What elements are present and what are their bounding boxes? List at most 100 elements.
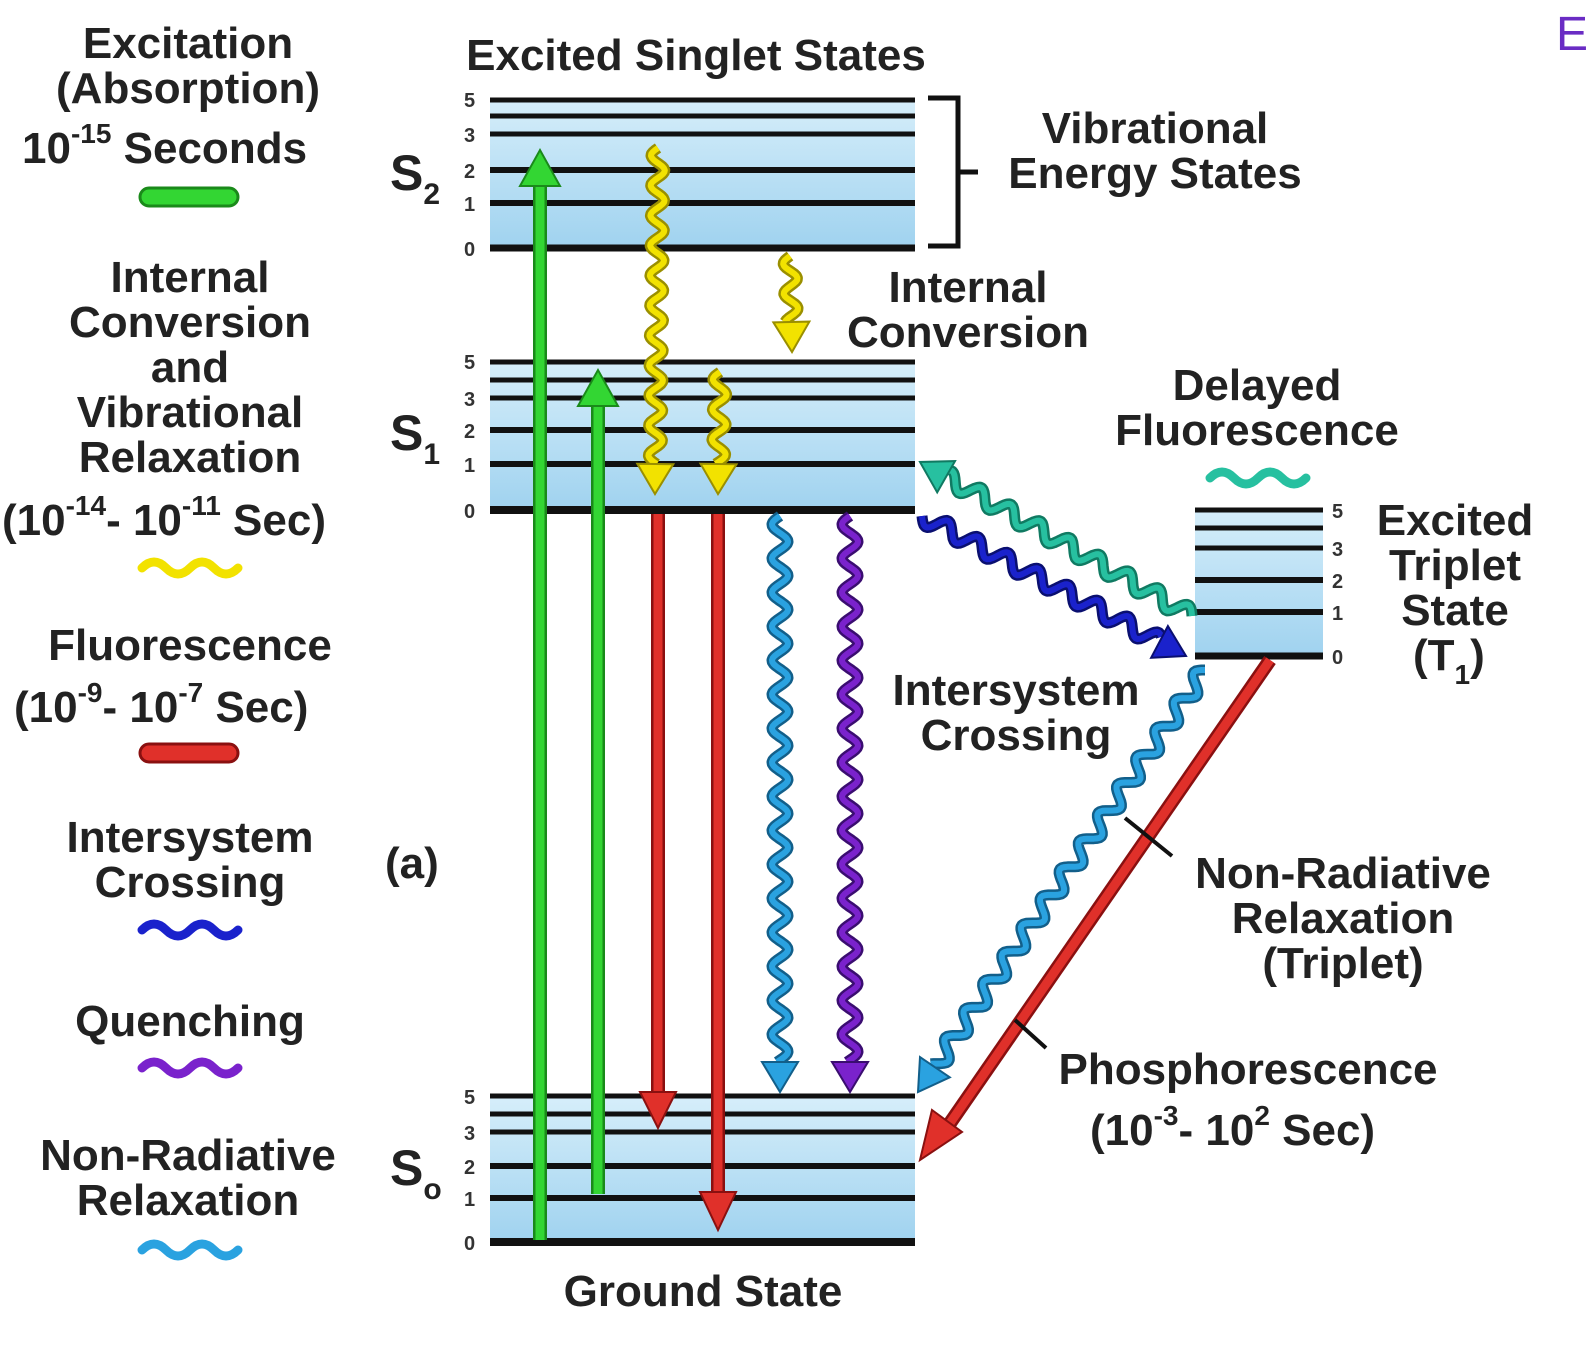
nonrad-callout-line xyxy=(1123,816,1174,858)
phos-tail: Sec) xyxy=(1270,1106,1375,1155)
phosphorescence-label-1: Phosphorescence xyxy=(1058,1045,1437,1094)
legend-nonrad-swatch xyxy=(137,1239,243,1261)
legend-excitation-exp: -15 xyxy=(71,118,111,149)
nonrad-triplet-label-2: Relaxation xyxy=(1232,894,1455,943)
t1-num-3: 3 xyxy=(1332,539,1343,561)
isc-label-2: Crossing xyxy=(921,711,1112,760)
delayed-fluorescence-label-2: Fluorescence xyxy=(1115,406,1399,455)
s1-sub: 1 xyxy=(423,438,440,471)
triplet-label-2: Triplet xyxy=(1389,541,1521,590)
legend-internal-time: (10-14- 10-11 Sec) xyxy=(2,490,326,545)
legend-nonrad-line2: Relaxation xyxy=(77,1176,300,1225)
state-s0-label: So xyxy=(390,1140,442,1206)
s2-num-3: 3 xyxy=(464,125,475,147)
isc-label-1: Intersystem xyxy=(892,666,1139,715)
legend-fluorescence-tail: Sec) xyxy=(203,683,308,732)
wavy-arrows xyxy=(635,143,1311,1094)
isc-arrow xyxy=(916,514,1188,659)
ic-arrow-s1-vib xyxy=(698,367,739,496)
legend-internal-exp1: -14 xyxy=(66,490,107,521)
fluorescence-arrow-2 xyxy=(698,514,738,1233)
ground-state-label: Ground State xyxy=(564,1267,843,1316)
s2-num-1: 1 xyxy=(464,194,475,216)
s1-band-fill xyxy=(490,360,915,512)
legend-fluorescence-open: (10 xyxy=(14,683,78,732)
s2-num-5: 5 xyxy=(464,90,475,112)
nonrad-triplet-label-3: (Triplet) xyxy=(1262,939,1423,988)
triplet-t-sub: 1 xyxy=(1455,659,1471,690)
excited-singlet-title: Excited Singlet States xyxy=(466,31,926,80)
legend-isc-line1: Intersystem xyxy=(66,813,313,862)
s2-main: S xyxy=(390,145,423,201)
legend-internal-tail: Sec) xyxy=(221,496,326,545)
vibrational-bracket xyxy=(928,95,978,249)
s0-band xyxy=(490,1093,915,1246)
s2-band xyxy=(490,97,915,252)
nonrad-arrow-s1-s0 xyxy=(760,511,800,1094)
legend-isc-line2: Crossing xyxy=(95,858,286,907)
s0-sub: o xyxy=(423,1173,441,1206)
legend-quenching-swatch xyxy=(137,1057,243,1079)
legend-fluorescence-swatch xyxy=(138,742,240,764)
phos-exp1: -3 xyxy=(1154,1100,1179,1131)
s1-num-0: 0 xyxy=(464,501,475,523)
s0-num-0: 0 xyxy=(464,1233,475,1255)
legend-absorption-swatch xyxy=(138,186,240,208)
panel-label: (a) xyxy=(385,839,439,888)
legend: Excitation (Absorption) 10-15 Seconds In… xyxy=(2,19,336,1261)
state-s1-label: S1 xyxy=(390,405,440,471)
legend-excitation-tail: Seconds xyxy=(111,124,307,173)
legend-internal-line5: Relaxation xyxy=(79,433,302,482)
legend-internal-line3: and xyxy=(151,343,229,392)
delayed-fluorescence-swatch xyxy=(1205,467,1311,489)
s2-sub: 2 xyxy=(423,178,440,211)
legend-excitation-line1: Excitation xyxy=(83,19,293,68)
s0-num-5: 5 xyxy=(464,1087,475,1109)
absorption-arrow-s1 xyxy=(576,367,620,1194)
s1-main: S xyxy=(390,405,423,461)
vibrational-label-2: Energy States xyxy=(1008,149,1301,198)
triplet-t-close: ) xyxy=(1470,631,1485,680)
phos-mid: - 10 xyxy=(1179,1106,1255,1155)
s2-num-2: 2 xyxy=(464,161,475,183)
quenching-arrow xyxy=(830,511,870,1094)
legend-internal-line1: Internal xyxy=(111,253,270,302)
absorption-arrow-s2 xyxy=(518,147,562,1240)
legend-excitation-base: 10 xyxy=(22,124,71,173)
internal-conversion-label-1: Internal xyxy=(889,263,1048,312)
triplet-t-open: (T xyxy=(1413,631,1455,680)
legend-excitation-line2: (Absorption) xyxy=(56,64,320,113)
triplet-label-4: (T1) xyxy=(1413,631,1485,690)
legend-internal-line2: Conversion xyxy=(69,298,311,347)
t1-num-1: 1 xyxy=(1332,603,1343,625)
internal-conversion-label-2: Conversion xyxy=(847,308,1089,357)
nonrad-triplet-label-1: Non-Radiative xyxy=(1195,849,1491,898)
s2-band-fill xyxy=(490,98,915,250)
t1-num-2: 2 xyxy=(1332,571,1343,593)
legend-internal-line4: Vibrational xyxy=(77,388,304,437)
legend-internal-open: (10 xyxy=(2,496,66,545)
legend-nonrad-line1: Non-Radiative xyxy=(40,1131,336,1180)
vibrational-label-1: Vibrational xyxy=(1042,104,1269,153)
triplet-label-1: Excited xyxy=(1377,496,1534,545)
level-numbers: 5 3 2 1 0 5 3 2 1 0 5 3 2 1 0 5 3 2 1 0 xyxy=(464,90,1343,1255)
phos-open: (10 xyxy=(1090,1106,1154,1155)
s1-num-1: 1 xyxy=(464,455,475,477)
legend-isc-swatch xyxy=(137,919,243,941)
phos-exp2: 2 xyxy=(1254,1100,1270,1131)
phosphorescence-label-2: (10-3- 102 Sec) xyxy=(1090,1100,1375,1155)
s0-num-1: 1 xyxy=(464,1189,475,1211)
legend-internal-exp2: -11 xyxy=(182,490,221,521)
ic-arrow-s2-bottom xyxy=(771,251,812,354)
s2-num-0: 0 xyxy=(464,239,475,261)
nonrad-triplet-arrow xyxy=(916,664,1207,1094)
s1-num-2: 2 xyxy=(464,421,475,443)
legend-fluorescence-exp2: -7 xyxy=(178,677,203,708)
legend-excitation-time: 10-15 Seconds xyxy=(22,118,307,173)
corner-glyph: E xyxy=(1556,8,1588,61)
legend-fluorescence-exp1: -9 xyxy=(78,677,103,708)
s0-num-3: 3 xyxy=(464,1123,475,1145)
t1-num-0: 0 xyxy=(1332,647,1343,669)
t1-band xyxy=(1195,507,1323,660)
t1-num-5: 5 xyxy=(1332,501,1343,523)
